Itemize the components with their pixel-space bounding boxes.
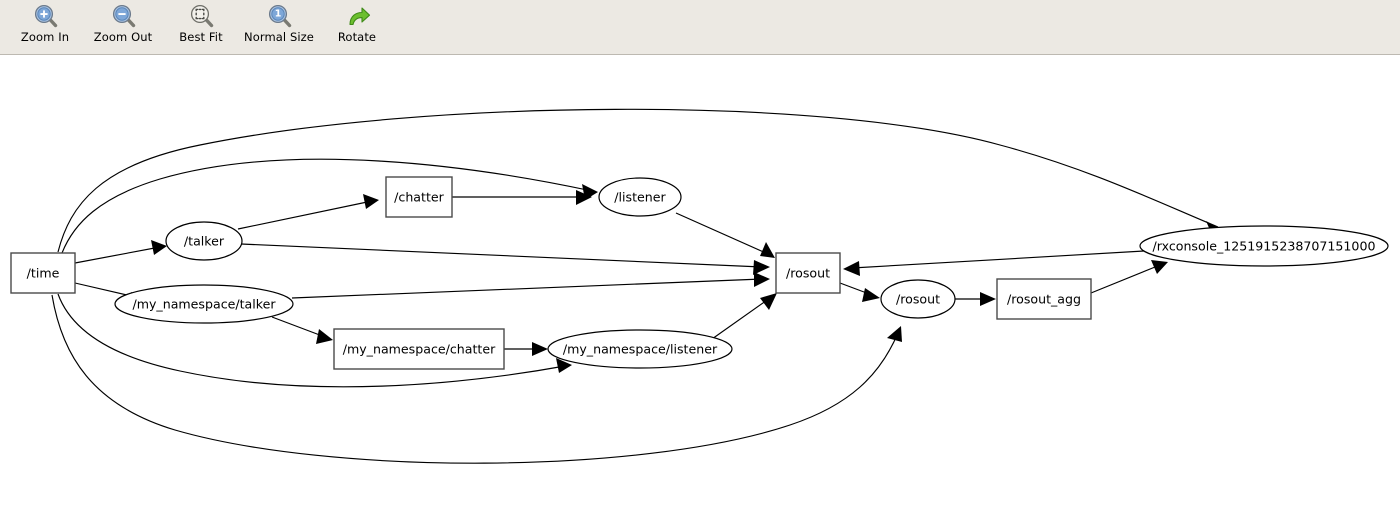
graph-edges bbox=[51, 108, 1222, 464]
rotate-label: Rotate bbox=[337, 30, 377, 44]
graph-node-my-namespace-talker[interactable]: /my_namespace/talker bbox=[114, 284, 294, 324]
edge-talker-chatter bbox=[237, 194, 379, 230]
graph-node-rosout-node[interactable]: /rosout bbox=[880, 279, 956, 319]
normal-size-button[interactable]: 1 Normal Size bbox=[240, 0, 318, 52]
edge-my-ns-listener-rosout-topic bbox=[711, 293, 777, 340]
graph-node-rosout-agg[interactable]: /rosout_agg bbox=[996, 278, 1092, 320]
graph-node-my-namespace-listener-label: /my_namespace/listener bbox=[563, 342, 718, 357]
edge-chatter-listener bbox=[452, 190, 592, 205]
edge-rosout-agg-rxconsole bbox=[1090, 260, 1168, 294]
edge-time-my-ns-listener bbox=[57, 293, 572, 388]
graph-node-talker-label: /talker bbox=[184, 234, 225, 249]
normal-size-label: Normal Size bbox=[244, 30, 314, 44]
best-fit-label: Best Fit bbox=[179, 30, 223, 44]
graph-nodes: /time /talker /chatter /listener /my_nam bbox=[10, 176, 1389, 370]
graph-node-rosout-topic[interactable]: /rosout bbox=[775, 252, 841, 294]
graph-node-rxconsole[interactable]: /rxconsole_1251915238707151000 bbox=[1139, 225, 1389, 267]
graph-node-rosout-node-label: /rosout bbox=[896, 292, 940, 307]
graph-node-my-namespace-chatter-label: /my_namespace/chatter bbox=[343, 342, 496, 357]
edge-my-ns-talker-my-ns-chatter bbox=[271, 316, 333, 344]
edge-time-listener bbox=[61, 158, 598, 254]
edge-my-ns-chatter-my-ns-listener bbox=[504, 342, 548, 356]
graph-node-rosout-topic-label: /rosout bbox=[786, 266, 830, 281]
zoom-out-button[interactable]: Zoom Out bbox=[84, 0, 162, 52]
normal-size-icon: 1 bbox=[268, 4, 292, 28]
edge-rosout-topic-rosout-node bbox=[839, 282, 880, 302]
graph-node-talker[interactable]: /talker bbox=[165, 221, 243, 261]
edge-my-ns-talker-rosout-topic bbox=[291, 272, 770, 299]
zoom-in-label: Zoom In bbox=[20, 30, 70, 44]
graph-node-chatter[interactable]: /chatter bbox=[385, 176, 453, 218]
zoom-in-button[interactable]: Zoom In bbox=[6, 0, 84, 52]
rotate-button[interactable]: Rotate bbox=[318, 0, 396, 52]
zoom-in-icon bbox=[34, 4, 58, 28]
graph-node-time[interactable]: /time bbox=[10, 252, 76, 294]
edge-listener-rosout-topic bbox=[675, 212, 775, 258]
edge-time-rosout-node bbox=[51, 294, 902, 464]
edge-talker-rosout-topic bbox=[240, 243, 770, 275]
graph-node-my-namespace-chatter[interactable]: /my_namespace/chatter bbox=[333, 328, 505, 370]
best-fit-button[interactable]: Best Fit bbox=[162, 0, 240, 52]
graph-node-chatter-label: /chatter bbox=[394, 190, 444, 205]
graph-node-rosout-agg-label: /rosout_agg bbox=[1007, 292, 1081, 307]
graph-node-my-namespace-listener[interactable]: /my_namespace/listener bbox=[547, 329, 733, 369]
zoom-out-icon bbox=[112, 4, 136, 28]
edge-rosout-node-rosout-agg bbox=[955, 292, 996, 306]
graph-node-my-namespace-talker-label: /my_namespace/talker bbox=[132, 297, 276, 312]
graph-canvas[interactable]: /time /talker /chatter /listener /my_nam bbox=[0, 55, 1400, 512]
edge-time-talker bbox=[74, 240, 167, 264]
graph-node-time-label: /time bbox=[27, 266, 60, 281]
toolbar: Zoom In Zoom Out bbox=[0, 0, 1400, 55]
ros-node-graph: /time /talker /chatter /listener /my_nam bbox=[10, 108, 1389, 464]
best-fit-icon bbox=[190, 4, 214, 28]
rotate-icon bbox=[349, 7, 371, 26]
edge-rxconsole-rosout-topic bbox=[843, 250, 1145, 276]
svg-text:1: 1 bbox=[275, 9, 282, 20]
graph-node-rxconsole-label: /rxconsole_1251915238707151000 bbox=[1153, 239, 1376, 254]
graph-node-listener-label: /listener bbox=[614, 190, 666, 205]
zoom-out-label: Zoom Out bbox=[93, 30, 153, 44]
graph-node-listener[interactable]: /listener bbox=[598, 177, 682, 217]
